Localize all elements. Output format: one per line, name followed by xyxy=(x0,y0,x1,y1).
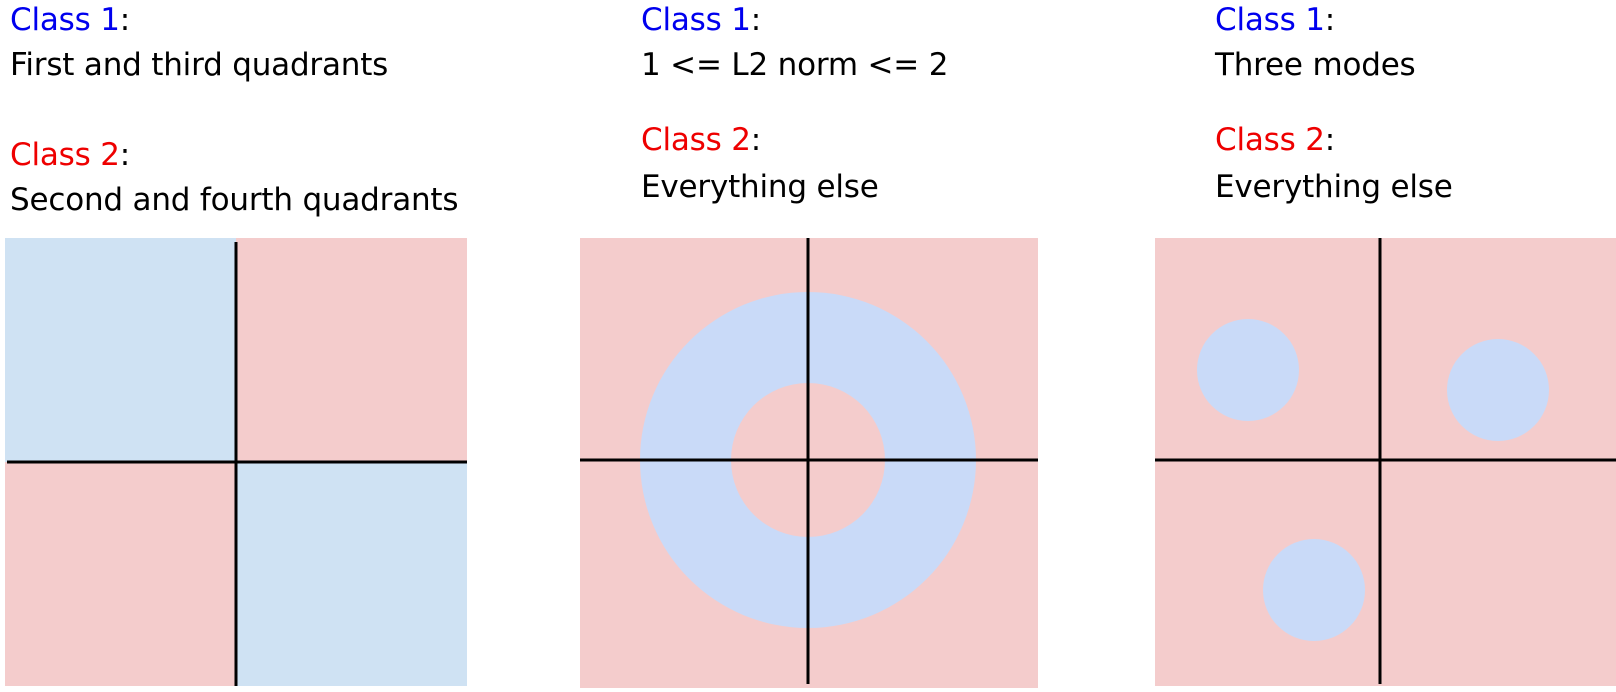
panel-annulus: Class 1: 1 <= L2 norm <= 2 Class 2: Ever… xyxy=(641,0,1061,692)
class1-caption: Class 1: xyxy=(1215,0,1335,40)
class2-description: Second and fourth quadrants xyxy=(10,182,459,218)
class2-description: Everything else xyxy=(1215,169,1453,205)
class2-caption: Class 2: xyxy=(641,120,761,160)
region-bottom-left xyxy=(5,462,236,686)
region-top-right xyxy=(236,238,467,462)
colon: : xyxy=(119,137,130,173)
class1-caption: Class 1: xyxy=(641,0,761,40)
colon: : xyxy=(750,2,761,38)
class2-description: Everything else xyxy=(641,169,879,205)
mode-top-right xyxy=(1447,339,1549,441)
class2-caption: Class 2: xyxy=(1215,120,1335,160)
class1-description: 1 <= L2 norm <= 2 xyxy=(641,47,949,83)
class2-label: Class 2 xyxy=(10,137,120,173)
class1-label: Class 1 xyxy=(1215,2,1325,38)
region-top-left xyxy=(5,238,236,462)
class1-caption: Class 1: xyxy=(10,0,130,40)
mode-top-left xyxy=(1197,319,1299,421)
panel-modes: Class 1: Three modes Class 2: Everything… xyxy=(1215,0,1615,692)
quadrant-plot xyxy=(5,238,467,686)
colon: : xyxy=(119,2,130,38)
class2-label: Class 2 xyxy=(641,122,751,158)
class1-description: First and third quadrants xyxy=(10,47,389,83)
class1-label: Class 1 xyxy=(641,2,751,38)
annulus-plot xyxy=(580,238,1038,688)
colon: : xyxy=(1324,122,1335,158)
mode-bottom xyxy=(1263,539,1365,641)
class2-label: Class 2 xyxy=(1215,122,1325,158)
modes-plot xyxy=(1155,238,1616,686)
class1-description: Three modes xyxy=(1215,47,1416,83)
panel-quadrants: Class 1: First and third quadrants Class… xyxy=(10,0,490,692)
region-class2-background xyxy=(1155,238,1616,686)
colon: : xyxy=(1324,2,1335,38)
colon: : xyxy=(750,122,761,158)
class1-label: Class 1 xyxy=(10,2,120,38)
class2-caption: Class 2: xyxy=(10,135,130,175)
region-bottom-right xyxy=(236,462,467,686)
